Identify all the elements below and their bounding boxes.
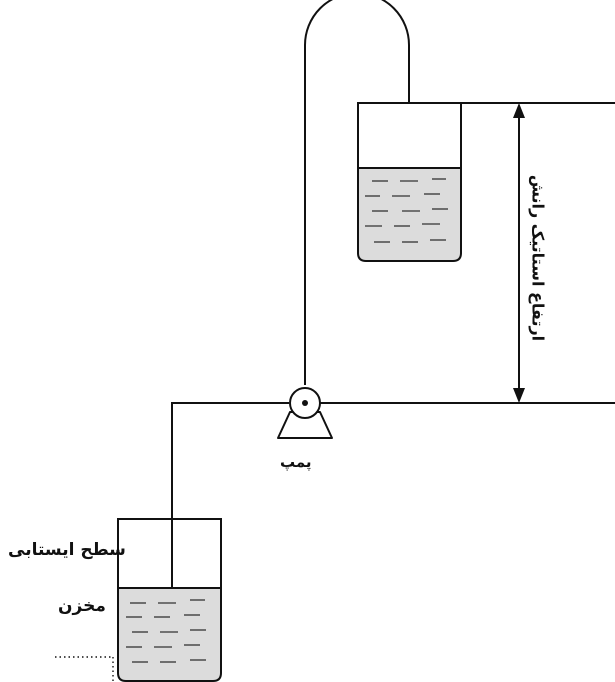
reservoir-tank [117,518,222,682]
static-head-label: ارتفاع استاتیک رانش [528,174,548,342]
reservoir-outline [117,518,222,682]
upper-tank-outline [357,102,462,262]
dotted-leader-lines [55,656,114,681]
double-headed-arrow-icon [513,103,525,403]
reservoir-water [118,588,221,681]
discharge-pipe [304,0,410,385]
upper-tank [357,102,462,262]
suction-level-label: سطح ایستابی [8,540,126,560]
upper-tank-water-dashes [365,178,448,243]
pump-icon [277,387,333,439]
reservoir-label: مخزن [58,596,106,616]
upper-tank-water [358,168,461,261]
suction-pipe [171,402,289,588]
reservoir-water-dashes [126,599,206,663]
pump-label: پمپ [280,453,312,471]
